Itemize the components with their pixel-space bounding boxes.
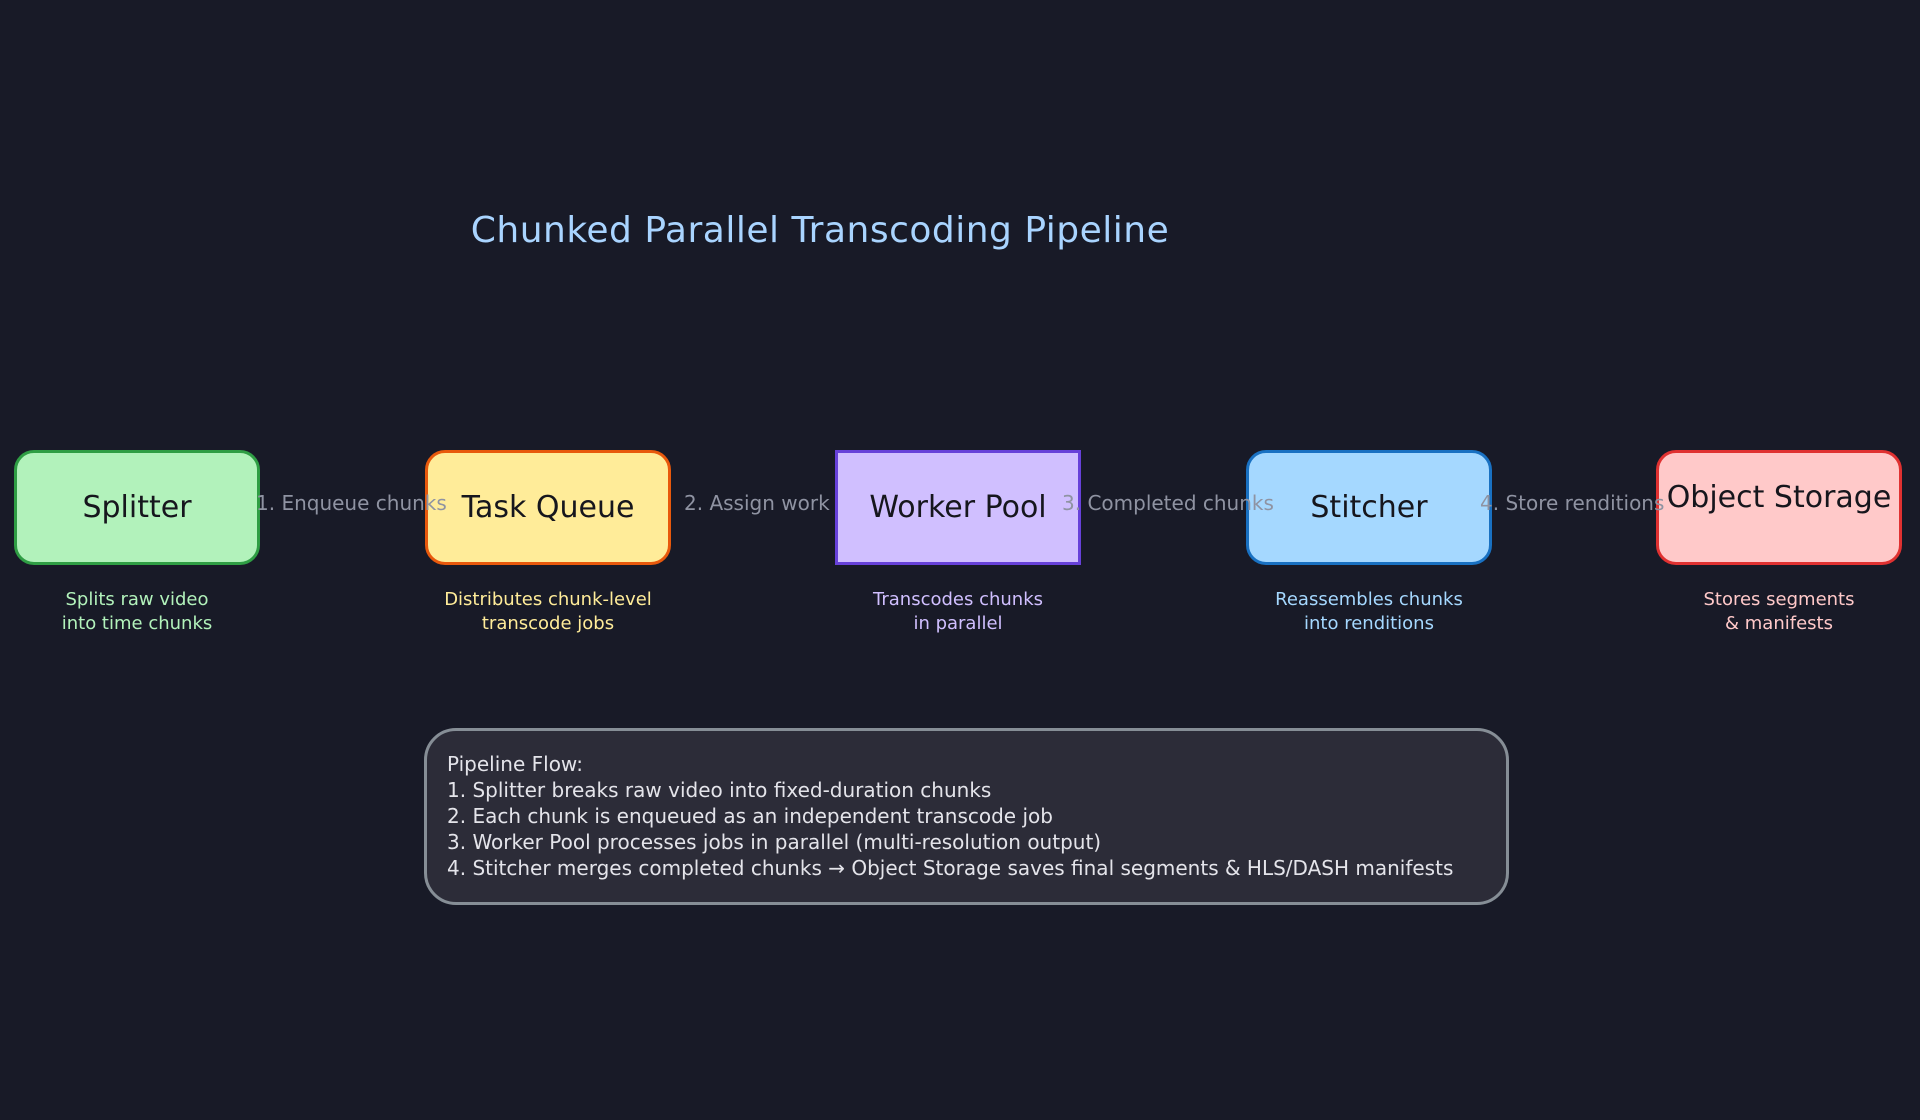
node-stitcher[interactable]: Stitcher <box>1246 450 1492 565</box>
node-splitter-label: Splitter <box>82 490 192 525</box>
diagram-title: Chunked Parallel Transcoding Pipeline <box>470 210 1170 251</box>
node-worker-pool-description: Transcodes chunks in parallel <box>873 589 1043 634</box>
pipeline-flow-step: 3. Worker Pool processes jobs in paralle… <box>447 830 1102 854</box>
node-splitter[interactable]: Splitter <box>14 450 260 565</box>
node-splitter-description: Splits raw video into time chunks <box>61 589 213 634</box>
node-worker-pool[interactable]: Worker Pool <box>835 450 1081 565</box>
node-object-storage-label: Object Storage <box>1666 480 1892 515</box>
edge-label-enqueue-chunks: 1. Enqueue chunks <box>256 491 447 515</box>
edge-label-assign-work: 2. Assign work <box>684 491 830 515</box>
edge-label-completed-chunks: 3. Completed chunks <box>1062 491 1274 515</box>
node-object-storage[interactable]: Object Storage <box>1656 450 1902 565</box>
edge-label-store-renditions: 4. Store renditions <box>1480 491 1665 515</box>
pipeline-flow-step: 4. Stitcher merges completed chunks → Ob… <box>447 856 1454 880</box>
pipeline-flow-step: 1. Splitter breaks raw video into fixed-… <box>447 778 992 802</box>
node-task-queue-description: Distributes chunk-level transcode jobs <box>444 589 652 634</box>
node-object-storage-description: Stores segments & manifests <box>1703 589 1855 634</box>
node-task-queue-label: Task Queue <box>461 490 635 525</box>
node-stitcher-label: Stitcher <box>1310 490 1428 525</box>
node-stitcher-description: Reassembles chunks into renditions <box>1275 589 1463 634</box>
node-task-queue[interactable]: Task Queue <box>425 450 671 565</box>
pipeline-flow-note: Pipeline Flow: 1. Splitter breaks raw vi… <box>424 728 1509 905</box>
node-worker-pool-label: Worker Pool <box>869 490 1047 525</box>
pipeline-flow-heading: Pipeline Flow: <box>447 752 583 776</box>
pipeline-flow-step: 2. Each chunk is enqueued as an independ… <box>447 804 1053 828</box>
